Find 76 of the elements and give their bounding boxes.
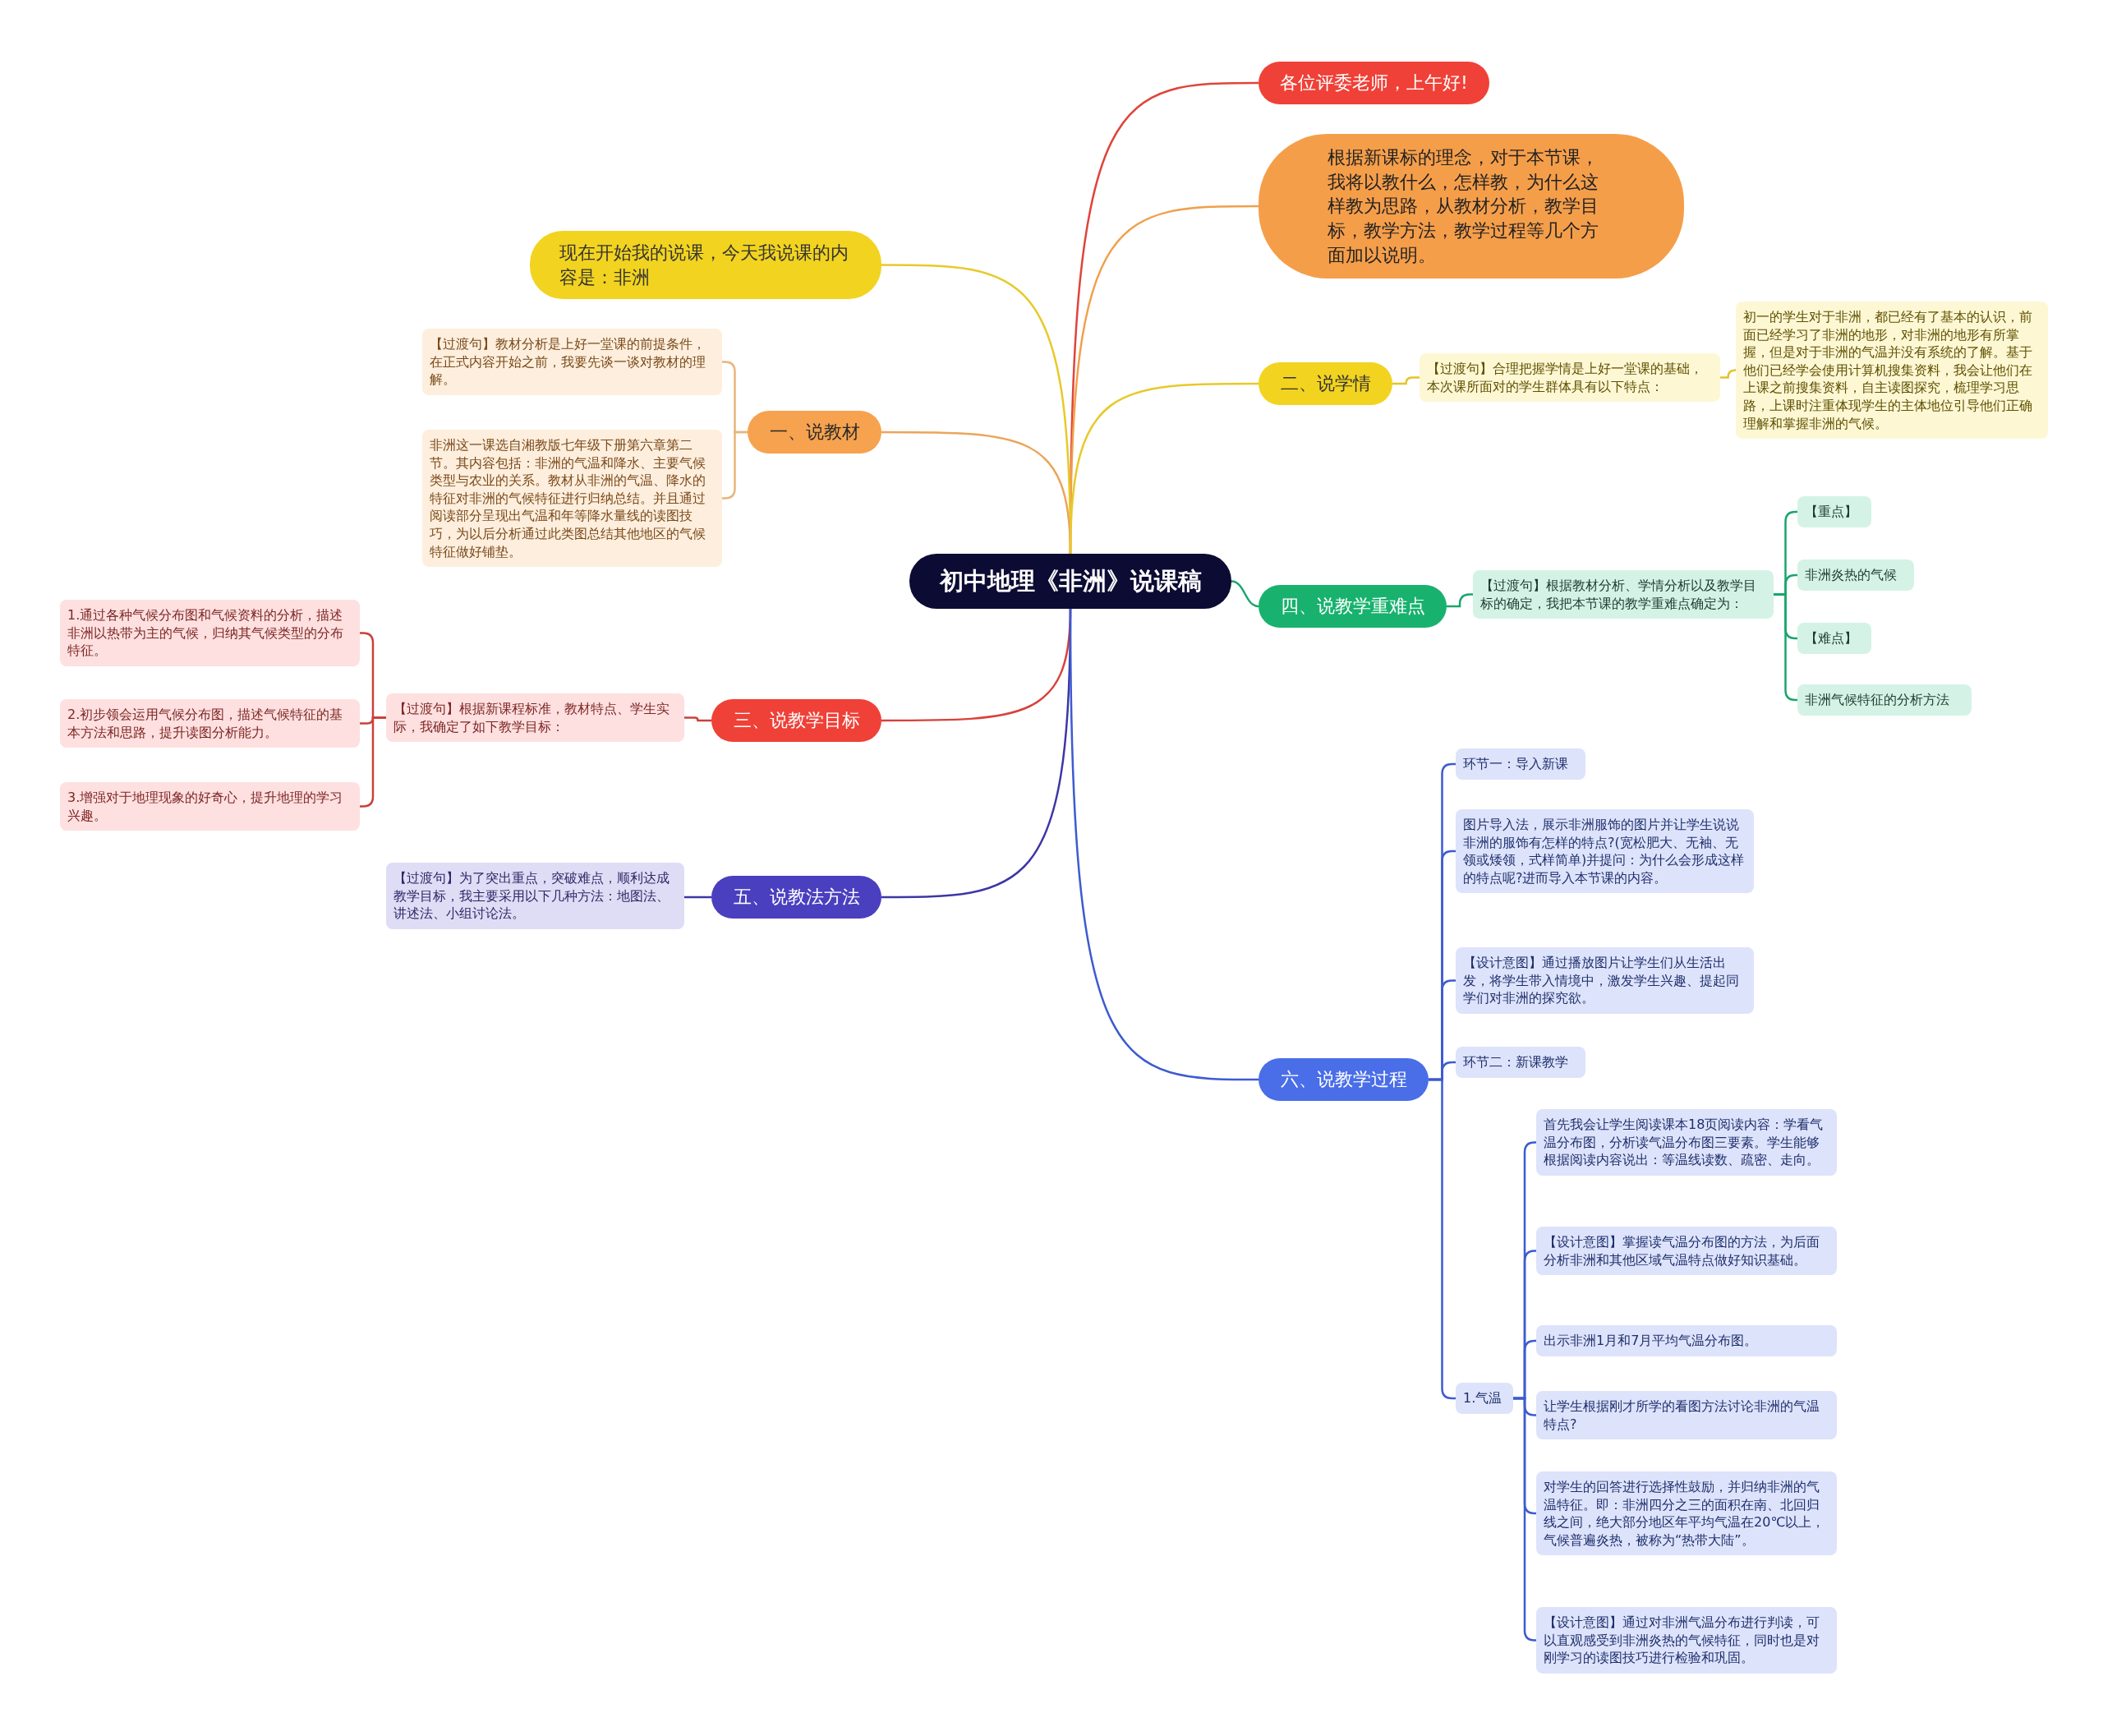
node-text: 【难点】	[1805, 629, 1858, 647]
note-box	[1736, 302, 2048, 440]
topic-pill	[1259, 1058, 1429, 1101]
connector-line	[1069, 609, 1259, 1081]
node-text: 初中地理《非洲》说课稿	[938, 566, 1203, 596]
node-text: 初一的学生对于非洲，都已经有了基本的认识，前面已经学习了非洲的地形，对非洲的地形有所掌握，但是对于非洲的气温并没有系统的了解。基于他们已经学会使用计算机搜集资料，我会让他们在上课之前搜集资料，自主读图探究，梳理学习思路，上课时注重体现学生的主体地位引导他们正确理解和掌握非洲的气候。	[1743, 308, 2033, 433]
topic-pill	[1259, 62, 1489, 104]
node-text: 首先我会让学生阅读课本18页阅读内容：学看气温分布图，分析读气温分布图三要素。学生能够根据阅读内容说出：等温线读数、疏密、走向。	[1544, 1116, 1825, 1169]
connector-line	[1231, 580, 1259, 608]
node-text: 让学生根据刚才所学的看图方法讨论非洲的气温特点?	[1544, 1398, 1820, 1434]
node-text: 各位评委老师，上午好!	[1279, 71, 1469, 94]
node-text: 2.初步领会运用气候分布图，描述气候特征的基本方法和思路，提升读图分析能力。	[67, 706, 344, 742]
note-box	[1536, 1391, 1837, 1440]
node-text: 3.增强对于地理现象的好奇心，提升地理的学习兴趣。	[67, 789, 344, 825]
node-text: 对学生的回答进行选择性鼓励，并归纳非洲的气温特征。即：非洲四分之三的面积在南、北回归线之间，绝大部分地区年平均气温在20℃以上，气候普遍炎热，被称为“热带大陆”。	[1544, 1478, 1826, 1550]
note-box	[1456, 1383, 1513, 1414]
node-text: 一、说教材	[768, 421, 861, 444]
note-box	[1456, 809, 1754, 894]
node-text: 根据新课标的理念，对于本节课，我将以教什么，怎样教，为什么这样教为思路，从教材分析，教学目标，教学方法，教学过程等几个方面加以说明。	[1328, 146, 1599, 267]
note-box	[1536, 1325, 1837, 1356]
node-text: 【过渡句】根据新课程标准，教材特点、学生实际，我确定了如下教学目标：	[393, 700, 670, 736]
note-box	[386, 863, 684, 929]
note-box	[1456, 748, 1585, 780]
node-text: 【重点】	[1805, 503, 1858, 521]
note-box	[1797, 623, 1871, 654]
node-text: 图片导入法，展示非洲服饰的图片并让学生说说非洲的服饰有怎样的特点?(宽松肥大、无袖、无领或矮领，式样简单)并提问：为什么会形成这样的特点呢?进而导入本节课的内容。	[1463, 816, 1746, 887]
node-text: 【设计意图】掌握读气温分布图的方法，为后面分析非洲和其他区域气温特点做好知识基础。	[1544, 1233, 1820, 1269]
connector-line	[1447, 593, 1473, 608]
topic-pill	[748, 411, 881, 454]
note-box	[1536, 1471, 1837, 1556]
note-box	[60, 600, 360, 666]
topic-pill	[711, 876, 881, 919]
node-text: 出示非洲1月和7月平均气温分布图。	[1544, 1332, 1759, 1350]
node-text: 【过渡句】合理把握学情是上好一堂课的基础，本次课所面对的学生群体具有以下特点：	[1427, 360, 1704, 396]
note-box	[1797, 559, 1914, 591]
note-box	[1456, 947, 1754, 1014]
connector-line	[1720, 369, 1737, 379]
node-text: 【过渡句】为了突出重点，突破难点，顺利达成教学目标，我主要采用以下几种方法：地图法、讲述法、小组讨论法。	[393, 869, 670, 923]
node-text: 二、说学情	[1279, 372, 1372, 395]
note-box	[1797, 496, 1871, 527]
node-text: 【过渡句】教材分析是上好一堂课的前提条件，在正式内容开始之前，我要先谈一谈对教材的理解。	[430, 335, 706, 389]
note-box	[1536, 1607, 1837, 1674]
topic-pill	[711, 699, 881, 742]
node-text: 六、说教学过程	[1279, 1068, 1408, 1091]
node-text: 非洲这一课选自湘教版七年级下册第六章第二节。其内容包括：非洲的气温和降水、主要气候类型与农业的关系。教材从非洲的气温、降水的特征对非洲的气候特征进行归纳总结。并且通过阅读部分呈现出气温和年等降水量线的读图技巧，为以后分析通过此类图总结其他地区的气候特征做好铺垫。	[430, 436, 706, 561]
node-text: 非洲气候特征的分析方法	[1805, 691, 1950, 709]
note-box	[422, 430, 722, 568]
node-text: 【设计意图】通过播放图片让学生们从生活出发，将学生带入情境中，激发学生兴趣、提起同学们对非洲的探究欲。	[1463, 954, 1740, 1007]
node-text: 环节二：新课教学	[1463, 1053, 1569, 1071]
node-text: 【过渡句】根据教材分析、学情分析以及教学目标的确定，我把本节课的教学重难点确定为：	[1480, 577, 1757, 613]
note-box	[1797, 684, 1972, 716]
note-box	[60, 782, 360, 831]
note-box	[1473, 570, 1774, 619]
connector-line	[1069, 382, 1259, 555]
node-text: 四、说教学重难点	[1279, 595, 1426, 618]
note-box	[1536, 1227, 1837, 1276]
connector-line	[684, 716, 711, 722]
node-text: 现在开始我的说课，今天我说课的内容是：非洲	[559, 242, 849, 289]
note-box	[1456, 1047, 1585, 1078]
node-text: 环节一：导入新课	[1463, 755, 1569, 773]
topic-pill	[1259, 585, 1447, 628]
note-box	[1536, 1109, 1837, 1176]
node-text: 五、说教法方法	[732, 886, 861, 909]
node-text: 1.通过各种气候分布图和气候资料的分析，描述非洲以热带为主的气候，归纳其气候类型的分布特征。	[67, 606, 344, 660]
connector-line	[1774, 593, 1797, 702]
node-text: 非洲炎热的气候	[1805, 566, 1898, 584]
note-box	[60, 699, 360, 748]
node-text: 三、说教学目标	[732, 709, 861, 732]
note-box	[1420, 353, 1720, 403]
topic-pill	[1259, 362, 1392, 405]
note-box	[422, 329, 722, 395]
connector-line	[684, 896, 711, 899]
node-text: 1.气温	[1463, 1389, 1503, 1407]
connector-line	[1392, 376, 1420, 385]
node-text: 【设计意图】通过对非洲气温分布进行判读，可以直观感受到非洲炎热的气候特征，同时也是对刚学习的读图技巧进行检验和巩固。	[1544, 1614, 1820, 1667]
note-box	[386, 693, 684, 743]
